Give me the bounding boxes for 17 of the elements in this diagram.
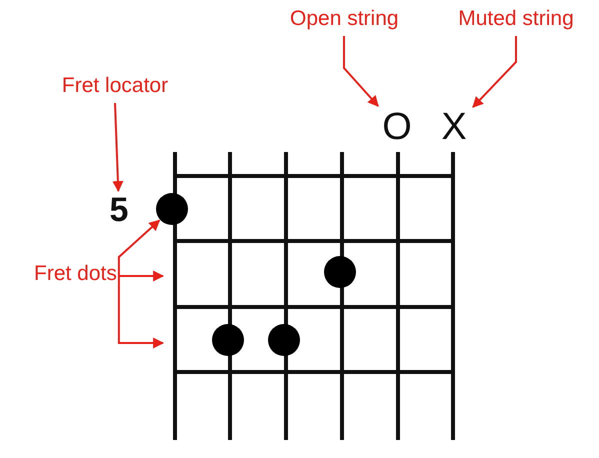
callout-label: Open string — [290, 8, 398, 34]
muted-string-symbol: X — [437, 108, 471, 146]
open-string-symbol: O — [380, 108, 414, 146]
leader-line — [112, 102, 124, 192]
fret-dot — [324, 256, 356, 288]
callout-label: Fret dots — [34, 263, 117, 289]
fret-dot — [212, 324, 244, 356]
callout-label: Fret locator — [50, 75, 180, 101]
fret-number: 5 — [104, 193, 134, 227]
fret-dot — [268, 324, 300, 356]
callout-label: Muted string — [456, 8, 576, 34]
leader-line — [118, 276, 164, 348]
leader-line — [118, 220, 160, 276]
fret-dot — [156, 193, 188, 225]
leader-line — [472, 36, 517, 108]
leader-line — [343, 36, 379, 107]
leader-line — [118, 270, 164, 282]
